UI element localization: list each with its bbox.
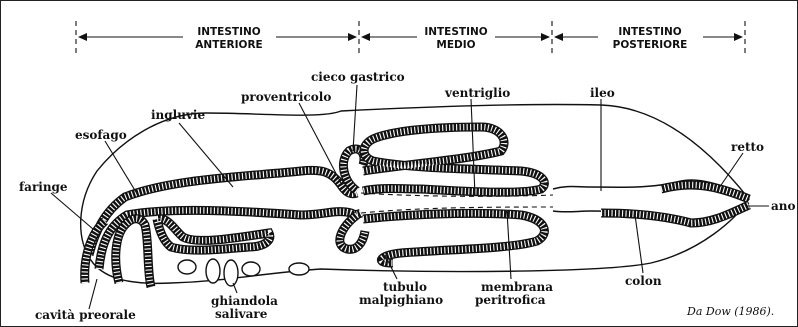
label-retto: retto <box>731 140 764 154</box>
section-posteriore-line2: POSTERIORE <box>613 39 688 51</box>
label-ingluvie: ingluvie <box>151 108 205 122</box>
leader-cavita <box>89 279 97 309</box>
leader-retto <box>717 153 743 191</box>
label-tubulo-line1: tubulo <box>383 280 427 294</box>
salivary-gland <box>157 219 309 286</box>
gastric-caeca <box>340 149 365 249</box>
label-ghiandola-line2: salivare <box>215 307 268 321</box>
section-bar: INTESTINO ANTERIORE INTESTINO MEDIO INTE… <box>76 21 745 53</box>
label-colon: colon <box>625 274 662 288</box>
section-posteriore-line1: INTESTINO <box>618 26 681 38</box>
label-ano: ano <box>771 199 796 213</box>
leader-ventriglio <box>471 99 475 195</box>
label-proventricolo: proventricolo <box>241 90 331 104</box>
label-esofago: esofago <box>75 128 127 142</box>
label-membrana-line1: membrana <box>481 280 553 294</box>
section-medio-line1: INTESTINO <box>424 26 487 38</box>
section-anteriore-line1: INTESTINO <box>197 26 260 38</box>
section-anteriore-line2: ANTERIORE <box>195 39 262 51</box>
section-medio-line2: MEDIO <box>436 39 475 51</box>
leader-faringe <box>51 193 93 229</box>
label-cieco-gastrico: cieco gastrico <box>311 70 405 84</box>
label-ileo: ileo <box>590 86 615 100</box>
label-membrana-line2: peritrofica <box>475 293 546 307</box>
label-ventriglio: ventriglio <box>444 86 510 100</box>
source-credit: Da Dow (1986). <box>686 305 774 318</box>
label-faringe: faringe <box>19 180 68 194</box>
midgut-loops <box>361 127 553 263</box>
leader-cieco-gastrico <box>353 85 357 151</box>
leader-esofago <box>105 141 139 197</box>
label-cavita-preorale: cavità preorale <box>35 308 136 322</box>
label-tubulo-line2: malpighiano <box>359 293 443 307</box>
preoral-loops <box>85 219 151 287</box>
label-ghiandola-line1: ghiandola <box>211 294 278 308</box>
